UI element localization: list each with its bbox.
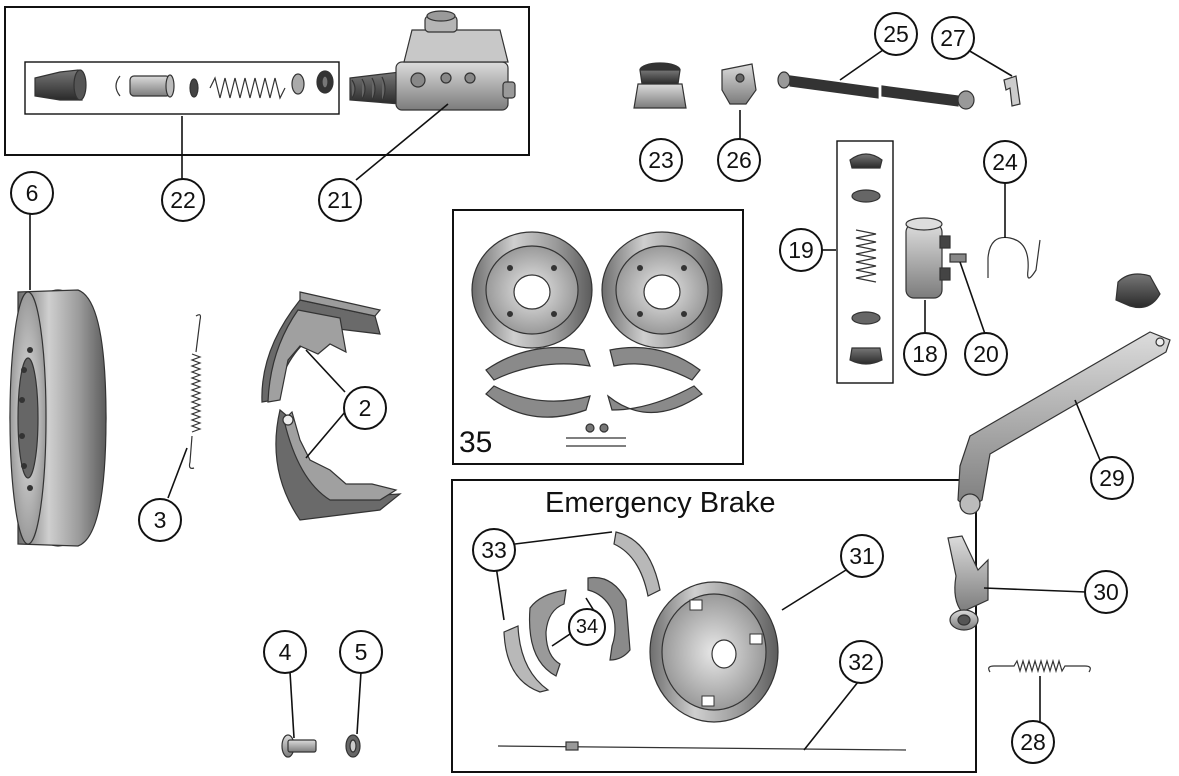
emergency-brake-title: Emergency Brake: [545, 487, 776, 519]
callout-2: 2: [343, 386, 387, 430]
svg-text:18: 18: [912, 341, 938, 367]
svg-text:24: 24: [992, 149, 1018, 175]
svg-text:34: 34: [576, 616, 598, 638]
rebuild-kit-inner-box: [24, 61, 340, 115]
return-spring: [188, 314, 202, 469]
kit-shoe-set: [485, 346, 703, 418]
callout-5: 5: [339, 630, 383, 674]
emergency-brake-cable: [497, 741, 907, 751]
svg-text:26: 26: [726, 147, 752, 173]
piston-spring: [209, 76, 286, 100]
callout-24: 24: [983, 140, 1027, 184]
brake-shoes: [261, 291, 402, 521]
kit-drum-left: [471, 231, 593, 349]
junction-block: [721, 63, 757, 105]
kit-hardware: [566, 423, 626, 447]
callout-6: 6: [10, 171, 54, 215]
svg-text:25: 25: [883, 21, 909, 47]
master-cylinder: [349, 10, 516, 111]
check-valve: [291, 73, 305, 95]
brake-line: [987, 236, 1041, 279]
callout-27: 27: [931, 16, 975, 60]
svg-text:23: 23: [648, 147, 674, 173]
emergency-brake-band-outer: [528, 589, 567, 677]
svg-text:5: 5: [355, 639, 368, 665]
svg-text:4: 4: [279, 639, 292, 665]
callout-19: 19: [779, 228, 823, 272]
callout-22: 22: [161, 178, 205, 222]
svg-text:30: 30: [1093, 579, 1119, 605]
callout-26: 26: [717, 138, 761, 182]
emergency-brake-band-inner: [587, 576, 631, 661]
wheel-cylinder-kit-parts: [849, 153, 883, 365]
emergency-brake-drum: [649, 581, 779, 723]
svg-text:22: 22: [170, 187, 196, 213]
master-cylinder-box: [4, 6, 530, 156]
hose-clip: [1003, 75, 1021, 107]
svg-text:31: 31: [849, 543, 875, 569]
svg-text:2: 2: [359, 395, 372, 421]
callout-23: 23: [639, 138, 683, 182]
callout-25: 25: [874, 12, 918, 56]
outlet-seat: [316, 70, 334, 94]
svg-text:29: 29: [1099, 465, 1125, 491]
callout-34: 34: [568, 608, 606, 646]
wheel-cylinder-kit-box: [836, 140, 894, 384]
master-cylinder-boot: [34, 69, 87, 101]
callout-31: 31: [840, 534, 884, 578]
callout-29: 29: [1090, 456, 1134, 500]
pedal-bracket: [947, 535, 989, 631]
callout-28: 28: [1011, 720, 1055, 764]
callout-30: 30: [1084, 570, 1128, 614]
svg-text:21: 21: [327, 187, 353, 213]
kit-label: 35: [459, 426, 492, 459]
hold-down-pin: [281, 734, 317, 758]
pedal-arm: [957, 331, 1171, 515]
svg-text:3: 3: [154, 507, 167, 533]
callout-21: 21: [318, 178, 362, 222]
callout-18: 18: [903, 332, 947, 376]
kit-drum-right: [601, 231, 723, 349]
pedal-return-spring: [988, 658, 1091, 674]
wheel-cylinder: [905, 217, 951, 299]
emergency-brake-lining-bottom: [503, 625, 550, 693]
callout-33: 33: [472, 528, 516, 572]
retainer-clip: [115, 75, 121, 97]
brake-drum: [9, 289, 107, 547]
callout-20: 20: [964, 332, 1008, 376]
pedal-pad: [1115, 273, 1161, 309]
svg-text:20: 20: [973, 341, 999, 367]
bleeder-screw: [949, 253, 967, 263]
leader-lines: [29, 49, 1101, 751]
svg-text:27: 27: [940, 25, 966, 51]
hold-down-cup: [345, 734, 361, 758]
callout-32: 32: [839, 640, 883, 684]
hose-fitting: [633, 62, 687, 109]
svg-text:6: 6: [26, 180, 39, 206]
brake-kit-box: [452, 209, 744, 465]
emergency-brake-lining-top: [613, 531, 661, 597]
brake-hose: [777, 71, 975, 110]
svg-text:32: 32: [848, 649, 874, 675]
callout-3: 3: [138, 498, 182, 542]
svg-text:28: 28: [1020, 729, 1046, 755]
svg-text:19: 19: [788, 237, 814, 263]
piston: [129, 74, 175, 98]
svg-text:33: 33: [481, 537, 507, 563]
callout-4: 4: [263, 630, 307, 674]
primary-cup: [189, 78, 199, 98]
